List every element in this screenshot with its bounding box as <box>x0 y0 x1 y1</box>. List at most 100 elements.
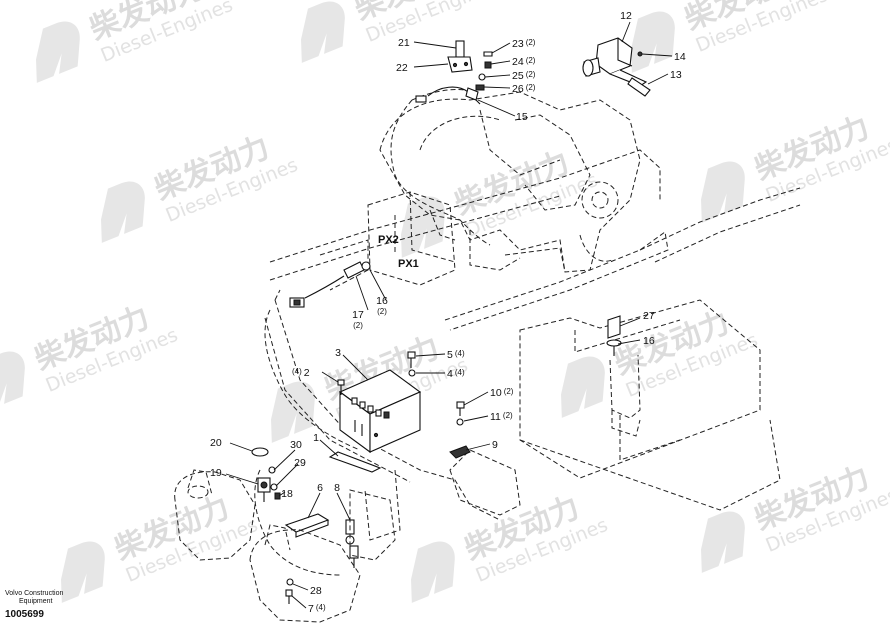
callout-26: 26(2) <box>512 83 536 95</box>
pressure-switch-21 <box>447 40 473 73</box>
watermark-logo-icon <box>36 21 80 83</box>
callout-quantity: (2) <box>526 70 536 79</box>
callout-labels: 12(4)34(4)5(4)67(4)8910(2)11(2)121314151… <box>210 10 686 615</box>
callout-number: 10 <box>490 387 502 399</box>
callout-23: 23(2) <box>512 38 536 50</box>
switch-8 <box>345 519 359 568</box>
callout-number: 9 <box>492 439 498 451</box>
callout-number: 21 <box>398 37 410 49</box>
callout-number: 5 <box>447 349 453 361</box>
screw-2 <box>337 379 345 395</box>
callout-24: 24(2) <box>512 56 536 68</box>
bolt-5 <box>407 351 416 359</box>
callout-number: 4 <box>447 368 453 380</box>
callout-quantity: (2) <box>503 411 513 420</box>
engine-outline <box>379 91 641 273</box>
fasteners-23-26 <box>475 51 493 91</box>
callout-quantity: (4) <box>455 368 465 377</box>
control-box-3 <box>338 369 422 454</box>
callout-quantity: (2) <box>377 307 387 316</box>
callout-29: 29 <box>294 457 306 469</box>
callout-quantity: (2) <box>353 321 363 330</box>
callout-5: 5(4) <box>447 349 465 361</box>
callout-number: 15 <box>516 111 528 123</box>
callout-number: 16 <box>376 295 388 307</box>
callout-27: 27 <box>643 310 655 322</box>
callout-25: 25(2) <box>512 70 536 82</box>
bolt-10 <box>456 401 465 409</box>
solenoid-12 <box>582 37 651 97</box>
callout-number: 29 <box>294 457 306 469</box>
callout-quantity: (2) <box>526 38 536 47</box>
callout-number: 19 <box>210 467 222 479</box>
callout-number: 30 <box>290 439 302 451</box>
callout-quantity: (4) <box>292 367 302 376</box>
callout-15: 15 <box>516 111 528 123</box>
callout-number: 2 <box>304 367 310 379</box>
callout-number: 25 <box>512 70 524 82</box>
watermark-logo-icon <box>101 181 145 243</box>
leader-lines <box>225 21 673 609</box>
watermark-logo-icon <box>631 11 675 73</box>
callout-number: 13 <box>670 69 682 81</box>
port-px2-label: PX2 <box>378 234 399 246</box>
switch-stack <box>257 466 281 502</box>
callout-quantity: (2) <box>526 83 536 92</box>
callout-20: 20 <box>210 437 222 449</box>
watermark-logo-icon <box>61 541 105 603</box>
callout-number: 12 <box>620 10 632 22</box>
callout-28: 28 <box>310 585 322 597</box>
watermark-logo-icon <box>301 1 345 63</box>
callout-18: 18 <box>281 488 293 500</box>
port-px1-label: PX1 <box>398 258 419 270</box>
cap-20 <box>251 447 269 457</box>
watermark-logo-icon <box>411 541 455 603</box>
washer-4 <box>408 369 416 377</box>
watermark-logo-icon <box>0 351 25 413</box>
callout-17: 17(2) <box>352 309 364 330</box>
callout-6: 6 <box>317 482 323 494</box>
callout-quantity: (2) <box>526 56 536 65</box>
sensor-27 <box>606 315 622 356</box>
callout-number: 6 <box>317 482 323 494</box>
callout-number: 16 <box>643 335 655 347</box>
callout-11: 11(2) <box>490 411 513 423</box>
callout-1: 1 <box>313 432 319 444</box>
callout-8: 8 <box>334 482 340 494</box>
bolt-7 <box>285 589 293 597</box>
watermark-logo-icon <box>701 511 745 573</box>
callout-14: 14 <box>674 51 686 63</box>
callout-number: 14 <box>674 51 686 63</box>
callout-number: 3 <box>335 347 341 359</box>
callout-number: 17 <box>352 309 364 321</box>
callout-12: 12 <box>620 10 632 22</box>
callout-10: 10(2) <box>490 387 514 399</box>
callout-number: 23 <box>512 38 524 50</box>
callout-2: 2(4) <box>292 367 310 379</box>
callout-number: 22 <box>396 62 408 74</box>
callout-number: 24 <box>512 56 524 68</box>
callout-21: 21 <box>398 37 410 49</box>
callout-number: 20 <box>210 437 222 449</box>
callout-number: 28 <box>310 585 322 597</box>
callout-number: 18 <box>281 488 293 500</box>
callout-22: 22 <box>396 62 408 74</box>
solid-parts <box>251 37 651 604</box>
callout-number: 1 <box>313 432 319 444</box>
callout-16a: 16(2) <box>376 295 388 316</box>
callout-number: 7 <box>308 603 314 615</box>
callout-number: 26 <box>512 83 524 95</box>
credit-line-2: Equipment <box>19 598 53 605</box>
callout-30: 30 <box>290 439 302 451</box>
watermark-logo-icon <box>271 381 315 443</box>
callout-19: 19 <box>210 467 222 479</box>
sensor-15 <box>415 86 481 105</box>
